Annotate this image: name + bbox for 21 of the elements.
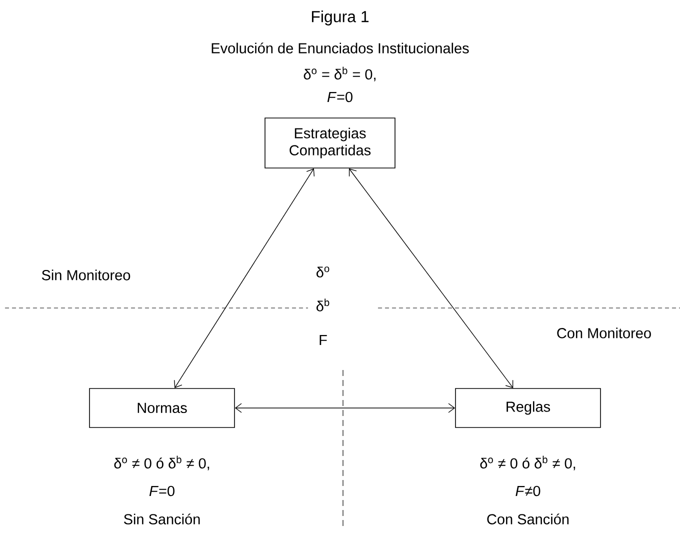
double-arrow bbox=[174, 168, 315, 388]
subtitle: Evolución de Enunciados Institucionales bbox=[212, 42, 469, 54]
concept-box: Normas bbox=[89, 388, 235, 428]
double-arrow bbox=[234, 403, 456, 413]
symbol-label: F bbox=[320, 335, 327, 345]
figure-title: Figura 1 bbox=[312, 10, 369, 26]
condition-text: F≠0 bbox=[516, 486, 540, 496]
region-label: Con Monitoreo bbox=[557, 328, 651, 338]
symbol-label: δ$^{b}$ bbox=[316, 298, 330, 312]
condition-text: Sin Sanción bbox=[124, 514, 200, 524]
concept-box: Estrategias Compartidas bbox=[264, 118, 396, 168]
region-label: Sin Monitoreo bbox=[42, 270, 130, 280]
condition-text: δ$^{o}$ = δ$^{b}$ = 0, bbox=[304, 66, 376, 82]
condition-text: Con Sanción bbox=[487, 514, 569, 524]
symbol-label: δ$^{o}$ bbox=[316, 266, 330, 278]
condition-text: δ$^{o}$ ≠ 0 ó δ$^{b}$ ≠ 0, bbox=[480, 456, 576, 470]
concept-box: Reglas bbox=[455, 388, 601, 428]
condition-text: δ$^{o}$ ≠ 0 ó δ$^{b}$ ≠ 0, bbox=[114, 456, 210, 470]
condition-text: F=0 bbox=[149, 486, 174, 496]
condition-text: F=0 bbox=[327, 92, 352, 102]
double-arrow bbox=[348, 168, 514, 388]
